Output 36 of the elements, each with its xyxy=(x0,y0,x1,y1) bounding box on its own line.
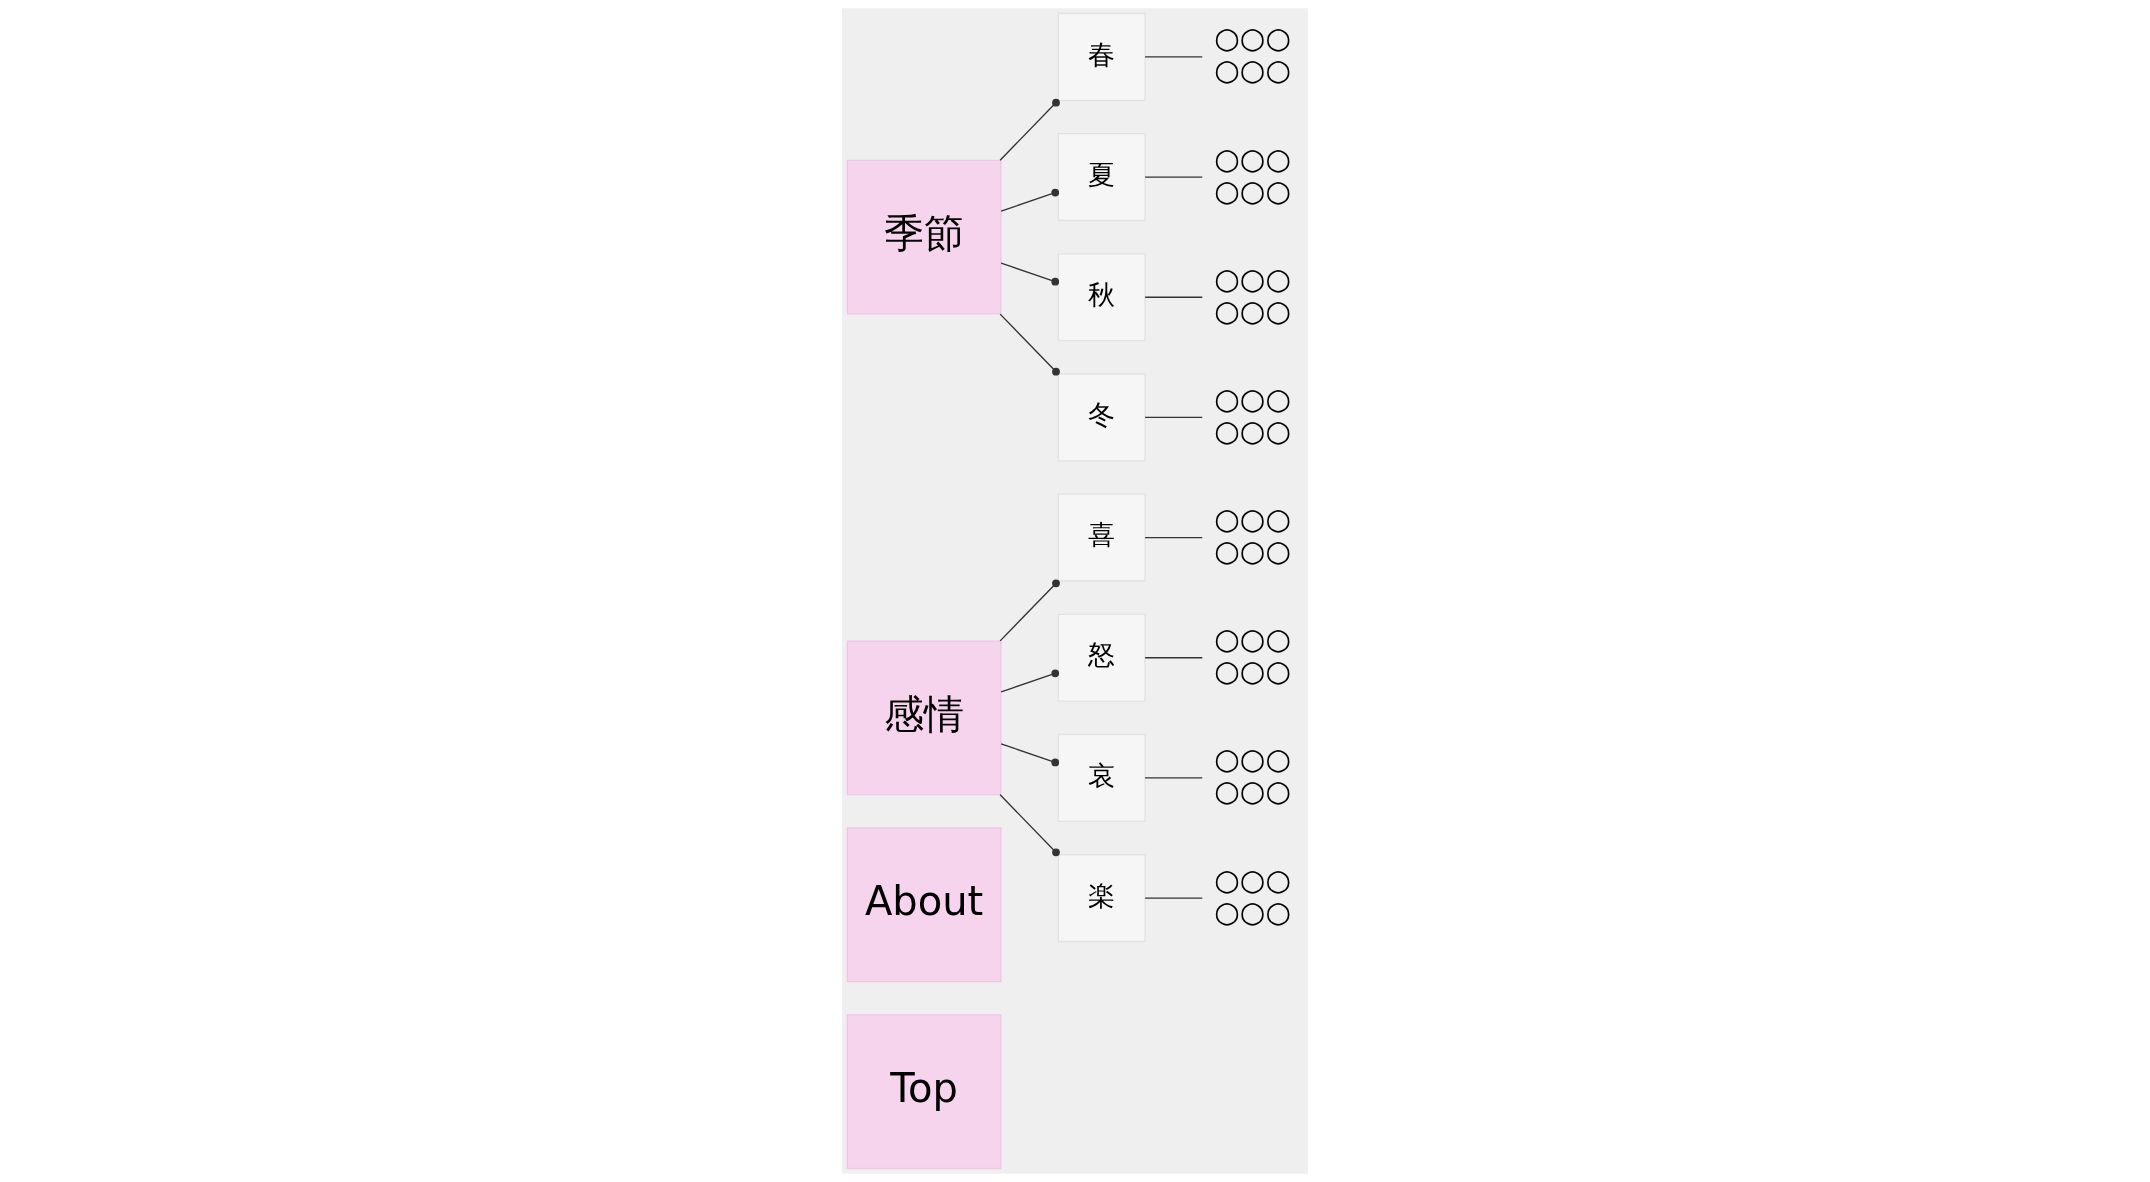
node-text: ○○○ ○○○ xyxy=(1214,502,1292,569)
node-text: ○○○ ○○○ xyxy=(1214,742,1292,809)
connector xyxy=(1000,188,1060,212)
node-text: ○○○ ○○○ xyxy=(1214,141,1292,208)
node-box: 夏 xyxy=(1057,133,1146,222)
node-text: ○○○ ○○○ xyxy=(1214,622,1292,689)
node-box: 季節 xyxy=(846,159,1002,315)
connector xyxy=(1144,296,1203,298)
node-box: 哀 xyxy=(1057,733,1146,822)
connector xyxy=(999,794,1060,857)
connector xyxy=(1144,536,1203,539)
node-text: ○○○ ○○○ xyxy=(1214,862,1292,929)
connector xyxy=(1144,657,1203,659)
node-box: 秋 xyxy=(1057,253,1146,342)
connector xyxy=(1000,262,1060,286)
connector xyxy=(1144,176,1203,178)
node-text: ○○○ ○○○ xyxy=(1214,261,1292,328)
node-box: About xyxy=(846,827,1002,983)
connector xyxy=(1144,897,1203,899)
connector xyxy=(999,98,1060,161)
connector xyxy=(1144,416,1203,419)
connector xyxy=(999,579,1060,642)
connector xyxy=(999,313,1060,376)
connector xyxy=(1000,669,1060,693)
node-box: 楽 xyxy=(1057,854,1146,943)
connector xyxy=(1144,56,1203,58)
connector xyxy=(1000,743,1060,767)
node-box: 喜 xyxy=(1057,493,1146,582)
node-box: Top xyxy=(846,1014,1002,1170)
node-text: ○○○ ○○○ xyxy=(1214,381,1292,448)
node-box: 感情 xyxy=(846,640,1002,796)
connector xyxy=(1144,777,1203,779)
node-box: 冬 xyxy=(1057,373,1146,462)
node-box: 春 xyxy=(1057,12,1146,101)
node-box: 怒 xyxy=(1057,613,1146,702)
node-text: ○○○ ○○○ xyxy=(1214,21,1292,88)
